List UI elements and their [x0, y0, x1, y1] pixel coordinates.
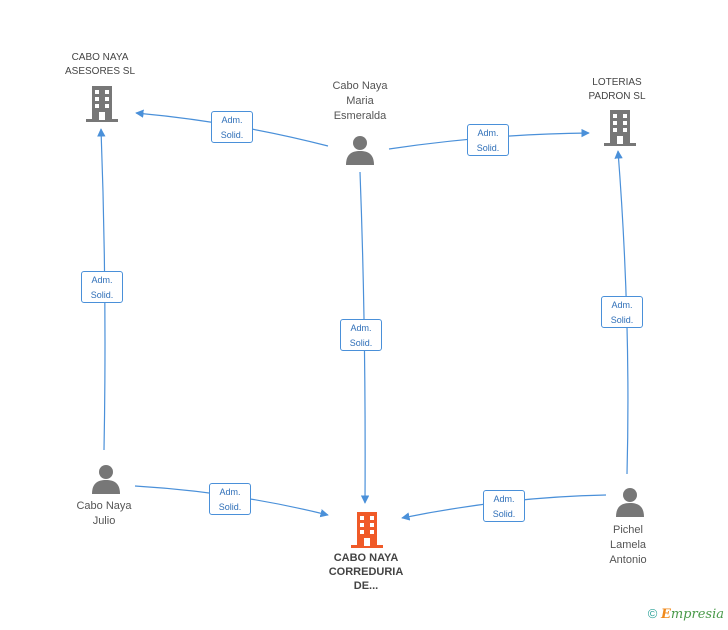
node-label-loterias-padron[interactable]: LOTERIAS PADRON SL: [588, 77, 646, 102]
edge-label[interactable]: Adm.Solid.: [209, 483, 251, 515]
edge-label[interactable]: Adm.Solid.: [483, 490, 525, 522]
person-icon[interactable]: [615, 487, 645, 517]
node-label-cabo-naya-asesores[interactable]: CABO NAYA ASESORES SL: [64, 52, 136, 77]
edge-label[interactable]: Adm.Solid.: [601, 296, 643, 328]
footer-brand: © Empresia: [648, 606, 724, 622]
edge-label[interactable]: Adm.Solid.: [467, 124, 509, 156]
node-label-cabo-naya-correduria[interactable]: CABO NAYA CORREDURIA DE...: [328, 552, 404, 592]
person-icon[interactable]: [345, 135, 375, 165]
building-icon[interactable]: [86, 86, 118, 122]
node-label-cabo-naya-maria[interactable]: Cabo Naya Maria Esmeralda: [332, 80, 388, 122]
edge-label[interactable]: Adm.Solid.: [211, 111, 253, 143]
building-icon[interactable]: [604, 110, 636, 146]
edge-label[interactable]: Adm.Solid.: [81, 271, 123, 303]
node-label-cabo-naya-julio[interactable]: Cabo Naya Julio: [76, 500, 132, 527]
empresia-logo: Empresia: [660, 607, 724, 622]
edge-label[interactable]: Adm.Solid.: [340, 319, 382, 351]
person-icon[interactable]: [91, 464, 121, 494]
copyright-symbol: ©: [647, 606, 658, 621]
node-label-pichel-lamela[interactable]: Pichel Lamela Antonio: [609, 524, 647, 566]
building-main-icon[interactable]: [351, 512, 383, 548]
